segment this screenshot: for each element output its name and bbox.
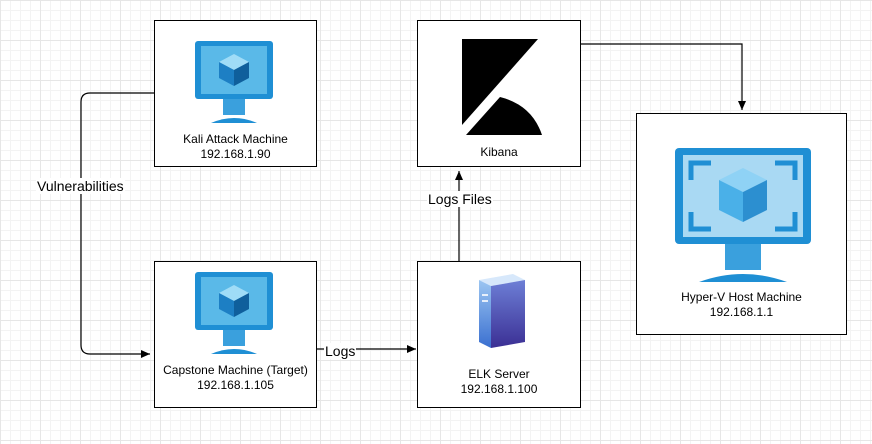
node-name: Kali Attack Machine (183, 132, 288, 146)
node-capstone-machine[interactable]: Capstone Machine (Target) 192.168.1.105 (154, 261, 317, 408)
edge-label-vulnerabilities: Vulnerabilities (36, 178, 125, 194)
node-name: ELK Server (468, 367, 530, 381)
node-hyperv-host[interactable]: Hyper-V Host Machine 192.168.1.1 (636, 113, 847, 335)
edge-kibana-hyperv (581, 43, 746, 110)
virtual-machine-icon (195, 41, 273, 123)
edge-label-logs: Logs (324, 343, 357, 359)
node-name: Hyper-V Host Machine (681, 290, 802, 304)
hyper-v-icon (675, 148, 811, 282)
edge-vulnerabilities (80, 92, 154, 358)
kibana-logo-icon (462, 39, 542, 135)
node-ip: 192.168.1.1 (709, 305, 774, 319)
node-name: Kibana (480, 145, 518, 159)
node-elk-server[interactable]: ELK Server 192.168.1.100 (417, 261, 581, 408)
node-ip: 192.168.1.100 (460, 382, 538, 396)
server-icon (479, 274, 525, 348)
virtual-machine-icon (195, 272, 273, 354)
edge-label-log-files: Logs Files (427, 191, 493, 207)
node-kali-attack-machine[interactable]: Kali Attack Machine 192.168.1.90 (154, 20, 317, 167)
node-kibana[interactable]: Kibana (417, 20, 581, 167)
node-name: Capstone Machine (Target) (163, 363, 308, 377)
node-ip: 192.168.1.90 (200, 147, 271, 161)
node-ip: 192.168.1.105 (197, 378, 274, 392)
